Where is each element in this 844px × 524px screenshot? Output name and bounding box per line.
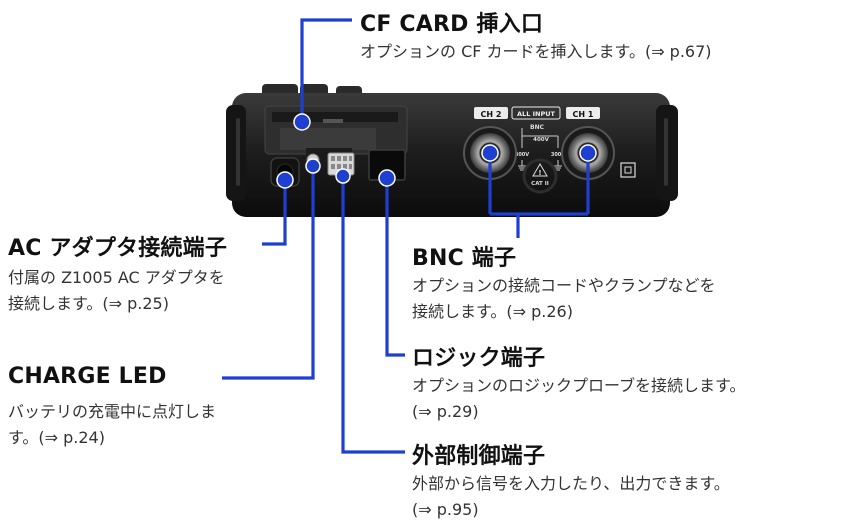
ext-control-desc-line2: (⇒ p.95): [412, 500, 479, 519]
bnc-mark: BNC: [530, 124, 545, 131]
ch1-label: CH 1: [573, 110, 594, 119]
bnc-title: BNC 端子: [412, 246, 517, 271]
ext-control-title: 外部制御端子: [412, 444, 546, 469]
ac-adapter-desc-line1: 付属の Z1005 AC アダプタを: [8, 268, 225, 287]
ac-adapter-title: AC アダプタ接続端子: [8, 236, 228, 261]
ch2-label: CH 2: [481, 110, 502, 119]
all-input-label: ALL INPUT: [517, 110, 555, 118]
logic-desc-line1: オプションのロジックプローブを接続します。: [412, 376, 746, 395]
logic-terminal: [368, 149, 406, 181]
bnc-desc-line1: オプションの接続コードやクランプなどを: [412, 276, 716, 295]
v400-label: 400V: [533, 137, 549, 143]
double-insulation-icon: [620, 162, 636, 178]
svg-text:!: !: [538, 169, 541, 177]
charge-led-desc-line2: す。(⇒ p.24): [8, 428, 105, 447]
cf-card-desc-line1: オプションの CF カードを挿入します。(⇒ p.67): [360, 42, 712, 61]
v300-left-label: 300V: [515, 152, 529, 158]
charge-led-title: CHARGE LED: [8, 364, 167, 389]
cat-label: CAT II: [531, 181, 549, 187]
logic-desc-line2: (⇒ p.29): [412, 402, 479, 421]
ac-adapter-desc-line2: 接続します。(⇒ p.25): [8, 294, 169, 313]
bnc-desc-line2: 接続します。(⇒ p.26): [412, 302, 573, 321]
cf-card-title: CF CARD 挿入口: [360, 12, 544, 37]
charge-led: [306, 153, 320, 167]
charge-led-desc-line1: バッテリの充電中に点灯しま: [8, 402, 217, 421]
logic-title: ロジック端子: [412, 346, 546, 371]
ext-control-desc-line1: 外部から信号を入力したり、出力できます。: [412, 474, 730, 493]
